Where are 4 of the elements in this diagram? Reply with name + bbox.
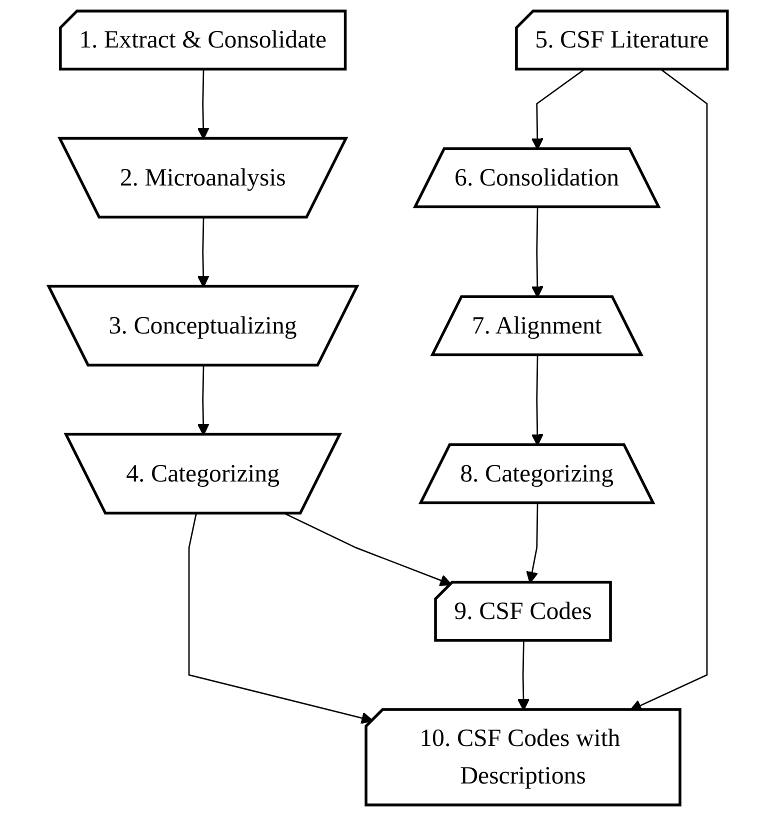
arrow	[526, 503, 538, 584]
arrow	[284, 513, 452, 586]
arrow	[517, 641, 530, 711]
arrow	[188, 514, 374, 724]
